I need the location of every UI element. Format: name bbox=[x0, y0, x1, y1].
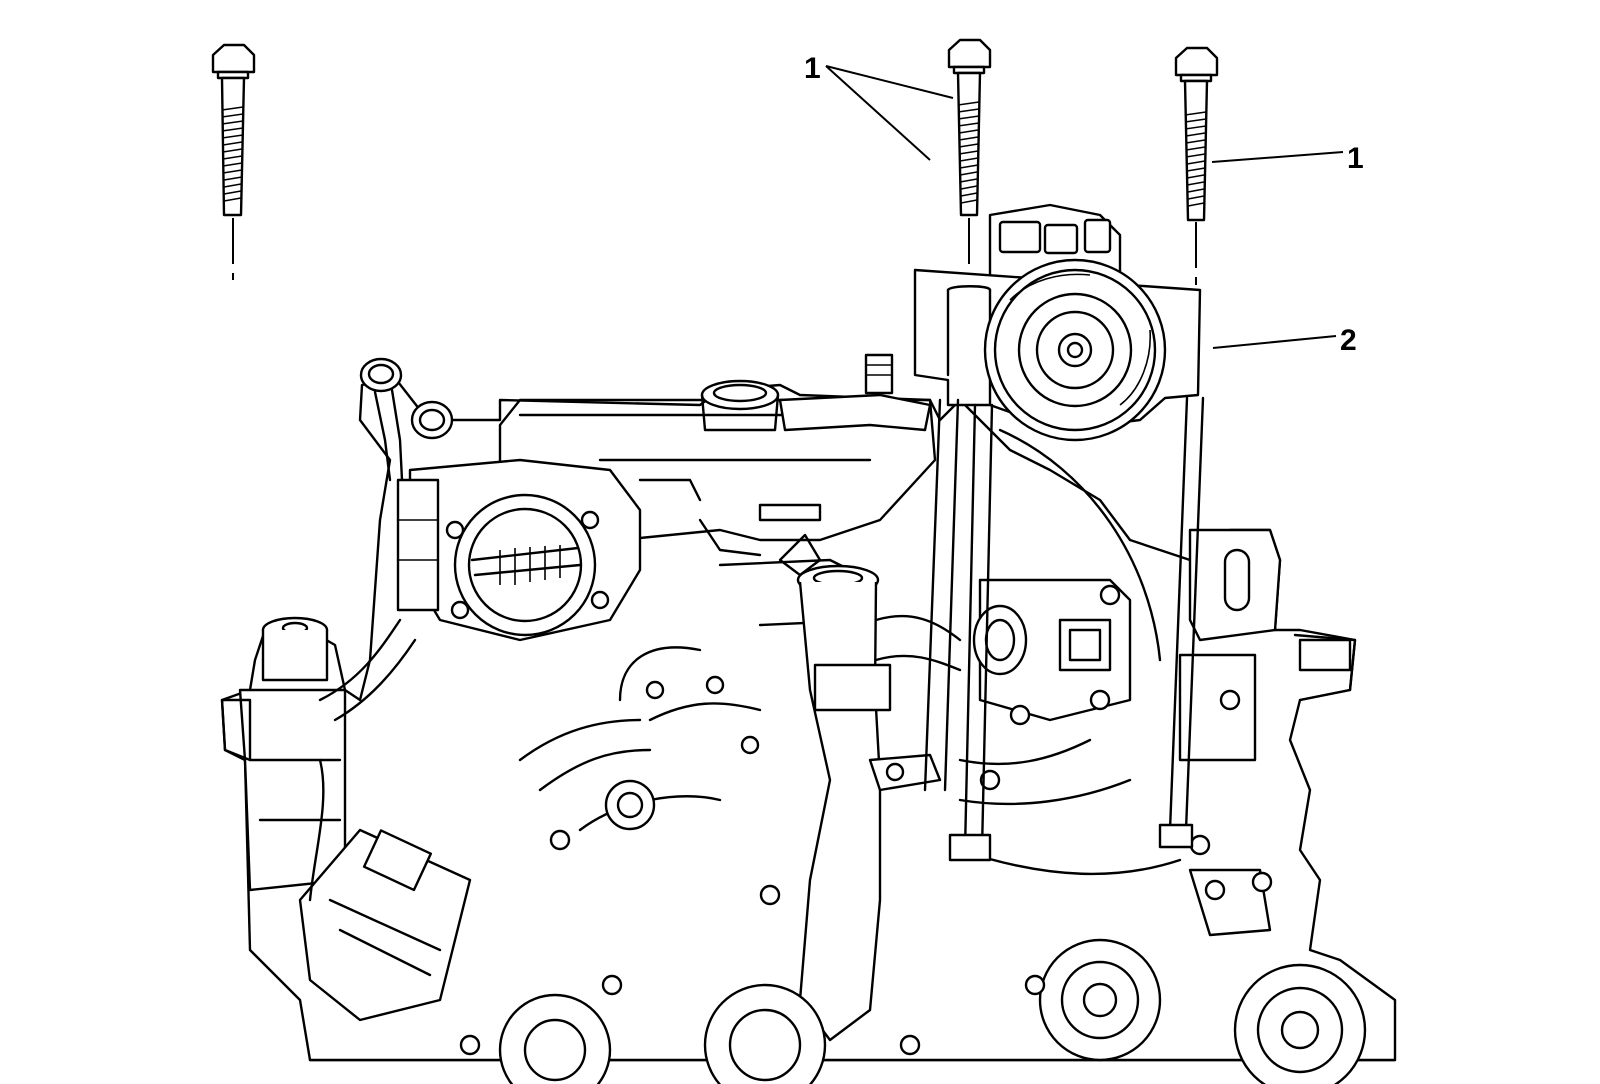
callout-label-bolts-left: 1 bbox=[804, 52, 821, 85]
ignition-module bbox=[298, 618, 472, 1022]
throttle-body bbox=[396, 458, 642, 642]
coolant-pipe bbox=[796, 564, 962, 1042]
bolt-left-1 bbox=[211, 43, 256, 217]
ac-compressor bbox=[913, 203, 1202, 442]
dipstick-tube bbox=[359, 357, 454, 482]
callout-leaders bbox=[825, 65, 1344, 349]
bolt-right bbox=[1174, 46, 1219, 222]
callout-label-compressor: 2 bbox=[1340, 324, 1357, 357]
water-outlet bbox=[972, 578, 1132, 726]
lower-engine-detail bbox=[518, 646, 1273, 937]
bolt-centerlines bbox=[232, 218, 1205, 862]
bolt-left-2 bbox=[947, 38, 992, 217]
callout-label-bolt-right: 1 bbox=[1347, 142, 1364, 175]
accessory-pulleys bbox=[459, 938, 1367, 1084]
right-bracket bbox=[1178, 528, 1357, 762]
engine-front-arc bbox=[998, 428, 1162, 662]
